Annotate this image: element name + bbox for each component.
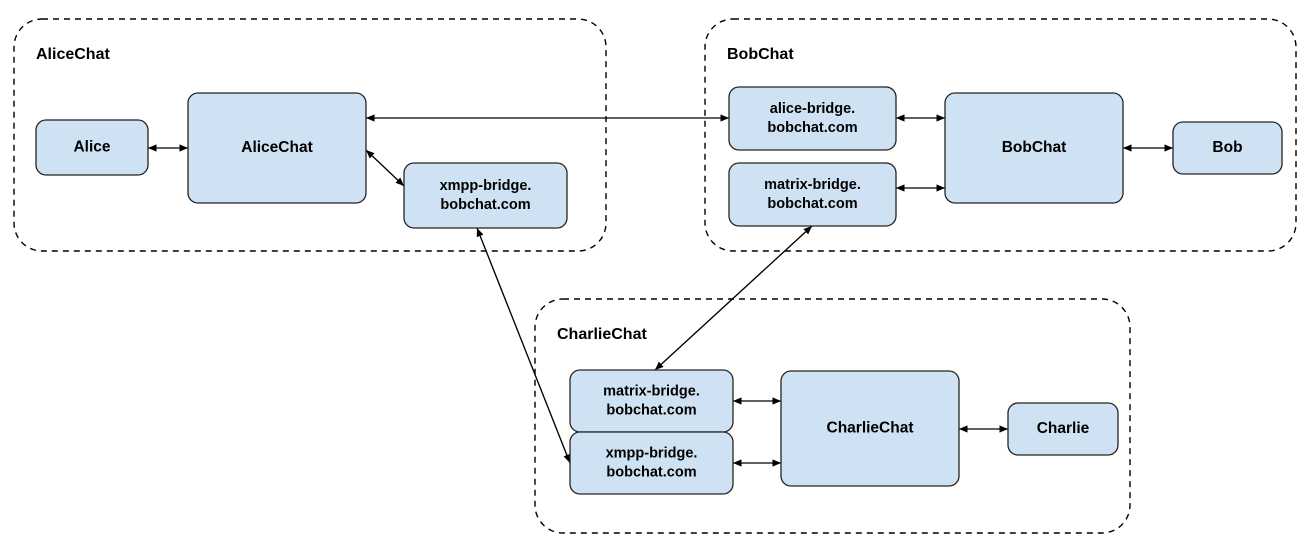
node-label-line: Bob <box>1212 139 1242 156</box>
edge-alice-xmpp-bridge-to-charlie-xmpp-bridge <box>476 227 571 464</box>
node-box[interactable] <box>780 370 960 487</box>
node-box[interactable] <box>569 369 734 433</box>
node-box[interactable] <box>35 119 149 176</box>
node-label-line: alice-bridge. <box>770 101 855 117</box>
node-box[interactable] <box>403 162 568 229</box>
node-label-line: Charlie <box>1037 420 1090 437</box>
node-alice[interactable]: Alice <box>35 119 149 176</box>
connection-edges-layer <box>148 114 1173 467</box>
group-container-alicechat: AliceChat <box>13 18 607 252</box>
node-label-line: Alice <box>73 139 110 156</box>
node-box[interactable] <box>944 92 1124 204</box>
group-label: BobChat <box>727 46 794 63</box>
node-box[interactable] <box>728 86 897 151</box>
group-container-bobchat: BobChat <box>704 18 1297 252</box>
node-charliechat-server[interactable]: CharlieChat <box>780 370 960 487</box>
node-box[interactable] <box>569 431 734 495</box>
node-box[interactable] <box>187 92 367 204</box>
node-label-line: AliceChat <box>241 139 313 156</box>
node-label-line: matrix-bridge. <box>764 177 861 193</box>
node-alice-xmpp-bridge[interactable]: xmpp-bridge. bobchat.com <box>403 162 568 229</box>
node-bob[interactable]: Bob <box>1172 121 1283 175</box>
node-alicechat-server[interactable]: AliceChat <box>187 92 367 204</box>
node-label-line: matrix-bridge. <box>603 383 700 399</box>
node-charlie-xmpp-bridge[interactable]: xmpp-bridge. bobchat.com <box>569 431 734 495</box>
group-label: AliceChat <box>36 46 110 63</box>
edge-alicechat-server-to-alice-xmpp-bridge <box>365 149 405 187</box>
node-box[interactable] <box>728 162 897 227</box>
node-label-line: bobchat.com <box>440 197 530 213</box>
edge-bob-matrix-bridge-to-charlie-matrix-bridge <box>654 225 813 371</box>
node-label-line: bobchat.com <box>606 464 696 480</box>
node-box[interactable] <box>1007 402 1119 456</box>
node-label-line: bobchat.com <box>606 402 696 418</box>
node-bob-matrix-bridge[interactable]: matrix-bridge. bobchat.com <box>728 162 897 227</box>
node-label-line: xmpp-bridge. <box>606 445 698 461</box>
node-label-line: xmpp-bridge. <box>440 178 532 194</box>
group-frame <box>13 18 607 252</box>
node-bobchat-server[interactable]: BobChat <box>944 92 1124 204</box>
group-label: CharlieChat <box>557 326 647 343</box>
node-bob-alice-bridge[interactable]: alice-bridge. bobchat.com <box>728 86 897 151</box>
group-frame <box>704 18 1297 252</box>
node-box[interactable] <box>1172 121 1283 175</box>
node-label-line: BobChat <box>1002 139 1067 156</box>
node-charlie-matrix-bridge[interactable]: matrix-bridge. bobchat.com <box>569 369 734 433</box>
node-label-line: CharlieChat <box>827 420 914 437</box>
node-label-line: bobchat.com <box>767 196 857 212</box>
node-charlie[interactable]: Charlie <box>1007 402 1119 456</box>
node-label-line: bobchat.com <box>767 120 857 136</box>
